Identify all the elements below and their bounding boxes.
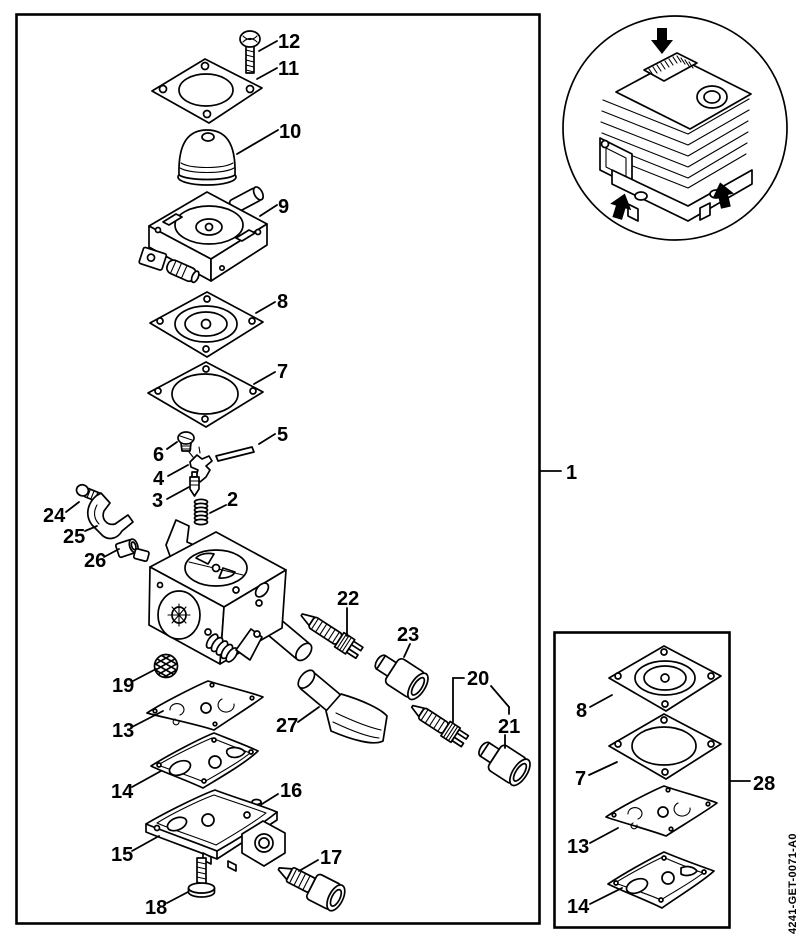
part-18-screw — [187, 857, 216, 898]
leader-line — [103, 548, 120, 558]
kit-part-14-gasket — [607, 851, 715, 909]
leader-line — [166, 486, 190, 500]
part-3-inlet-needle — [189, 471, 200, 497]
callout-7: 7 — [277, 361, 288, 383]
gasket-kit-box — [553, 631, 731, 929]
leader-line — [256, 67, 278, 80]
callout-25: 25 — [63, 526, 85, 548]
leader-line — [131, 835, 160, 852]
part-7-metering-gasket — [147, 361, 264, 428]
kit-part-8-diaphragm — [608, 645, 722, 712]
part-20-adjustment-screw — [410, 704, 470, 748]
callout-17: 17 — [320, 847, 342, 869]
part-17-valve — [277, 866, 346, 912]
part-4-lever — [188, 446, 213, 483]
leader-line — [589, 694, 613, 708]
callout-23: 23 — [397, 624, 419, 646]
part-10-primer-bulb — [177, 129, 237, 186]
callout-5: 5 — [277, 424, 288, 446]
callout-13: 13 — [112, 720, 134, 742]
callout-22: 22 — [337, 588, 359, 610]
callout-15: 15 — [111, 844, 133, 866]
part-9-pump-body — [138, 186, 268, 284]
part-27-choke-knob — [297, 669, 388, 744]
leader-line — [167, 464, 189, 477]
part-12-screw — [239, 30, 261, 74]
callout-3: 3 — [152, 490, 163, 512]
callout-18: 18 — [145, 897, 167, 919]
callout-2: 2 — [227, 489, 238, 511]
callout-14: 14 — [111, 781, 134, 803]
part-6-screw-plug — [177, 431, 195, 452]
leader-line — [131, 770, 162, 788]
leader-line — [236, 129, 279, 155]
part-8-metering-diaphragm — [149, 291, 264, 358]
callout-19: 19 — [112, 675, 134, 697]
part-2-spring — [193, 498, 209, 526]
leader-line — [261, 793, 279, 805]
part-23-cap — [374, 654, 429, 701]
part-22-adjustment-screw — [300, 613, 364, 660]
leader-line — [253, 371, 276, 385]
leader-line — [166, 891, 189, 904]
callout-1: 1 — [566, 462, 577, 484]
leader-line — [258, 40, 278, 52]
callout-7: 7 — [575, 768, 586, 790]
leader-line — [131, 710, 164, 728]
part-14-pump-gasket — [150, 732, 259, 789]
leader-line — [589, 887, 623, 905]
callout-14: 14 — [567, 896, 590, 918]
part-25-bracket — [86, 492, 134, 540]
callout-16: 16 — [280, 780, 302, 802]
callout-21: 21 — [498, 716, 520, 738]
kit-part-7-gasket — [608, 713, 722, 780]
callout-24: 24 — [43, 505, 66, 527]
kit-part-13-diaphragm — [605, 785, 718, 837]
leader-line — [490, 685, 510, 708]
carburetor-body — [132, 519, 313, 665]
callout-12: 12 — [278, 31, 300, 53]
leader-line — [65, 501, 80, 513]
callout-26: 26 — [84, 550, 106, 572]
callout-28: 28 — [753, 773, 775, 795]
callout-10: 10 — [279, 121, 301, 143]
leader-line — [298, 859, 319, 872]
callout-6: 6 — [153, 444, 164, 466]
callout-8: 8 — [576, 700, 587, 722]
leader-line — [258, 433, 276, 445]
leader-line — [132, 668, 157, 682]
main-frame — [15, 13, 541, 925]
callout-9: 9 — [278, 196, 289, 218]
part-5-pin — [215, 446, 255, 462]
part-11-cover-plate — [151, 58, 263, 124]
leader-line — [589, 827, 619, 844]
leader-line — [209, 504, 227, 514]
leader-line — [255, 301, 276, 314]
callout-13: 13 — [567, 836, 589, 858]
cylinder-inset — [562, 15, 788, 241]
callout-27: 27 — [276, 715, 298, 737]
callout-11: 11 — [278, 58, 299, 80]
part-13-pump-diaphragm — [146, 680, 264, 731]
leader-line — [166, 441, 178, 450]
part-21-cap — [478, 741, 531, 787]
leader-line — [403, 643, 411, 658]
part-15-pump-cover — [145, 789, 286, 872]
leader-line — [84, 525, 98, 532]
drawing-code: 4241-GET-0071-A0 — [787, 833, 799, 934]
leader-line — [259, 204, 278, 217]
part-19-screen — [153, 653, 179, 679]
callout-8: 8 — [277, 291, 288, 313]
callout-4: 4 — [153, 468, 165, 490]
callout-20: 20 — [467, 668, 489, 690]
leader-line — [588, 761, 618, 776]
leader-line — [297, 706, 320, 723]
